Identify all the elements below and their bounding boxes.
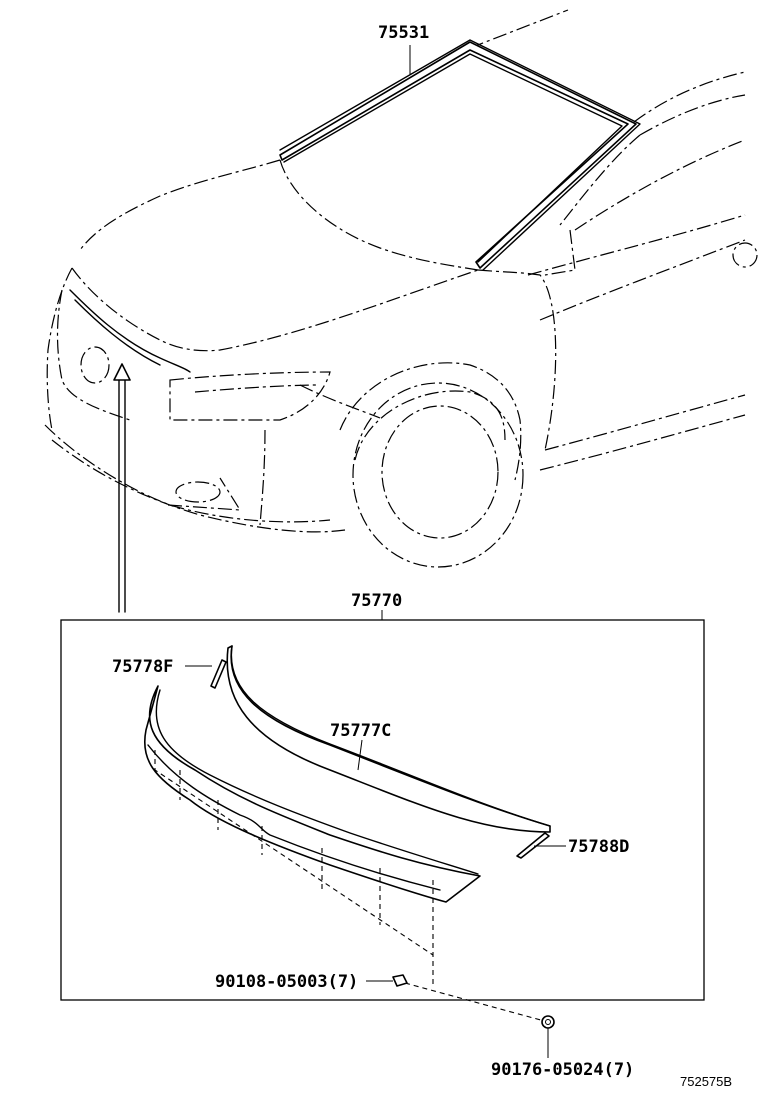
hood-molding-main: [144, 685, 481, 903]
molding-75788d: [516, 832, 550, 859]
hood-molding-on-car: [69, 289, 191, 373]
label-90108: 90108-05003(7): [215, 972, 358, 992]
label-90176: 90176-05024(7): [491, 1060, 634, 1080]
car-body-outline: [44, 9, 758, 568]
label-75788d: 75788D: [568, 837, 629, 857]
parts-box: [60, 619, 705, 1001]
leader-75777c: [357, 739, 363, 771]
clip-90176: [541, 1015, 555, 1029]
clip-90108: [392, 974, 408, 987]
figure-code: 752575B: [680, 1074, 732, 1089]
clip-guide-lines: [154, 750, 549, 1023]
windshield-molding: [279, 39, 641, 271]
molding-75778f: [210, 659, 227, 689]
label-75770: 75770: [351, 591, 402, 611]
label-75777c: 75777C: [330, 721, 391, 741]
location-arrow: [113, 363, 131, 613]
label-75778f: 75778F: [112, 657, 173, 677]
label-75531: 75531: [378, 23, 429, 43]
molding-75777c: [226, 645, 551, 833]
